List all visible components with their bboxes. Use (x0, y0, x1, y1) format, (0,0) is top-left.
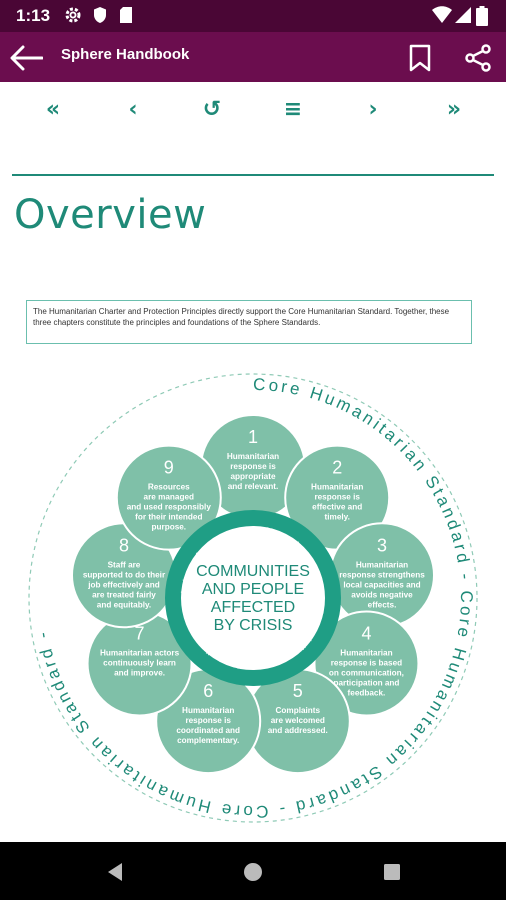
next-page-button[interactable]: › (368, 97, 378, 122)
commitment-number: 2 (332, 458, 342, 478)
section-divider (12, 174, 494, 176)
shield-icon (94, 7, 106, 23)
home-circle-icon[interactable] (238, 857, 268, 887)
back-button[interactable] (6, 38, 46, 78)
commitment-petal (115, 444, 222, 551)
commitment-text-line: avoids negative (351, 590, 413, 599)
commitment-number: 7 (135, 624, 145, 644)
commitment-text-line: response is (185, 716, 231, 725)
commitment-text-line: feedback. (348, 689, 386, 698)
commitment-text-line: participation and (333, 679, 399, 688)
commitment-text-line: on communication, (329, 669, 404, 678)
principles-ring (165, 510, 341, 686)
back-triangle-icon[interactable] (100, 857, 130, 887)
commitment-text-line: response is based (331, 659, 402, 668)
bookmark-icon (409, 44, 431, 72)
wifi-icon (432, 6, 452, 23)
commitment-text-line: Humanitarian (356, 560, 408, 569)
share-button[interactable] (458, 38, 498, 78)
commitment-text-line: effective and (312, 503, 362, 512)
commitment-text-line: job effectively and (87, 580, 159, 589)
commitment-number: 6 (203, 681, 213, 701)
commitment-text-line: are managed (144, 493, 195, 502)
commitment-text-line: and improve. (114, 669, 165, 678)
battery-icon (476, 6, 488, 26)
commitment-number: 1 (248, 427, 258, 447)
commitment-text-line: Humanitarian (182, 706, 234, 715)
menu-button[interactable]: ≡ (283, 97, 303, 122)
signal-icon (455, 7, 471, 23)
commitment-number: 8 (119, 535, 129, 555)
chapter-nav: « ‹ ↺ ≡ › » (0, 82, 506, 138)
intro-box: The Humanitarian Charter and Protection … (26, 300, 472, 344)
status-bar: 1:13 (0, 0, 506, 32)
commitment-petal (313, 610, 420, 717)
bookmark-button[interactable] (400, 38, 440, 78)
system-nav-bar (0, 842, 506, 900)
commitment-text-line: and relevant. (228, 482, 279, 491)
commitment-text-line: timely. (325, 513, 350, 522)
commitment-text-line: Humanitarian actors (100, 649, 180, 658)
commitment-text-line: response is (314, 493, 360, 502)
commitment-text-line: supported to do their (83, 570, 166, 579)
commitment-text-line: and equitably. (97, 600, 151, 609)
prev-page-button[interactable]: ‹ (128, 97, 138, 122)
commitment-number: 4 (361, 624, 371, 644)
first-page-button[interactable]: « (45, 97, 61, 122)
commitment-number: 9 (164, 458, 174, 478)
commitment-text-line: Staff are (108, 560, 141, 569)
recents-square-icon[interactable] (377, 857, 407, 887)
commitment-text-line: Resources (148, 483, 190, 492)
commitment-text-line: Humanitarian (340, 649, 392, 658)
commitment-text-line: coordinated and (176, 726, 240, 735)
commitment-text-line: continuously learn (103, 659, 176, 668)
commitment-text-line: complementary. (177, 736, 239, 745)
commitment-text-line: and addressed. (268, 726, 328, 735)
app-title: Sphere Handbook (61, 46, 190, 63)
arrow-left-icon (10, 45, 43, 71)
center-label-line: AND PEOPLE (202, 581, 304, 598)
commitment-text-line: are treated fairly (92, 590, 156, 599)
commitment-text-line: local capacities and (343, 580, 420, 589)
center-label-line: COMMUNITIES (196, 563, 310, 580)
commitment-text-line: are welcomed (271, 716, 325, 725)
sd-card-icon (120, 7, 132, 23)
commitment-number: 3 (377, 535, 387, 555)
page-heading: Overview (14, 192, 207, 238)
settings-icon (65, 7, 81, 23)
center-label-line: AFFECTED (211, 599, 295, 616)
outer-dashed-circle (28, 373, 478, 823)
commitment-text-line: Humanitarian (311, 483, 363, 492)
share-icon (465, 44, 491, 72)
reload-button[interactable]: ↺ (202, 97, 222, 122)
commitment-text-line: Complaints (276, 706, 321, 715)
commitment-text-line: and used responsibly (127, 503, 212, 512)
commitment-text-line: response is (230, 462, 276, 471)
app-bar: Sphere Handbook (0, 32, 506, 82)
last-page-button[interactable]: » (446, 97, 462, 122)
commitment-text-line: Humanitarian (227, 452, 279, 461)
commitment-text-line: appropriate (230, 472, 275, 481)
center-label-line: BY CRISIS (214, 617, 293, 634)
chs-flower-diagram: Core Humanitarian Standard - Core Humani… (28, 373, 478, 823)
commitment-number: 5 (293, 681, 303, 701)
status-time: 1:13 (16, 6, 51, 25)
commitment-text-line: for their intended (135, 513, 202, 522)
commitment-text-line: response strengthens (339, 570, 425, 579)
commitment-text-line: purpose. (152, 523, 187, 532)
commitment-text-line: effects. (368, 600, 397, 609)
